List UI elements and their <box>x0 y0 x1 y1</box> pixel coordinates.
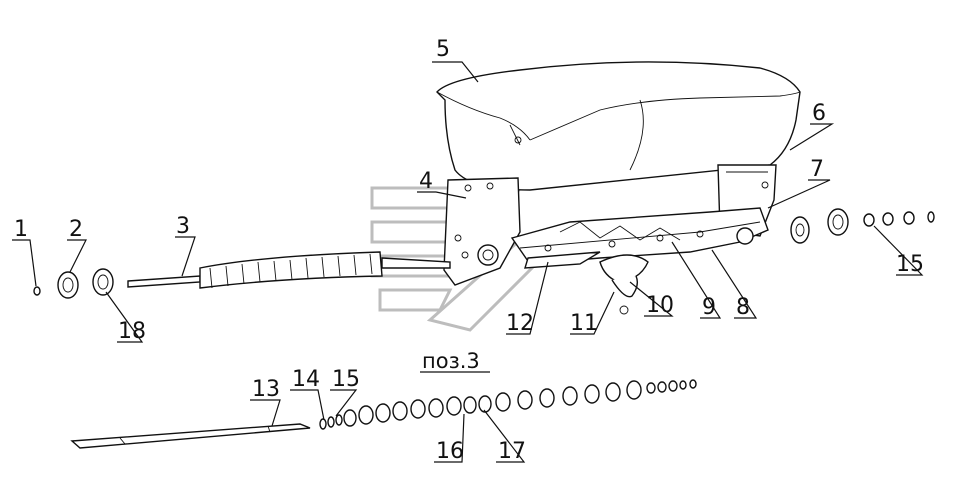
callout-18: 18 <box>118 319 146 344</box>
callout-1: 1 <box>14 217 28 242</box>
callout-labels: 1 2 3 18 4 5 6 7 8 9 10 11 12 15 13 14 1… <box>14 37 924 464</box>
detail-caption: поз.3 <box>422 349 480 373</box>
detail-shaft-part <box>70 423 311 449</box>
callout-5: 5 <box>436 37 450 62</box>
callout-11: 11 <box>570 311 598 336</box>
left-small-parts <box>33 268 114 299</box>
callout-4: 4 <box>419 169 433 194</box>
right-bearings-part <box>790 208 935 244</box>
callout-16: 16 <box>436 439 464 464</box>
callout-15-detail: 15 <box>332 367 360 392</box>
callout-2: 2 <box>69 217 83 242</box>
callout-7: 7 <box>810 157 824 182</box>
callout-17: 17 <box>498 439 526 464</box>
leader-lines <box>12 61 924 463</box>
callout-3: 3 <box>176 214 190 239</box>
tray-part <box>524 251 601 269</box>
callout-9: 9 <box>702 295 716 320</box>
spout-part <box>599 254 649 315</box>
callout-10: 10 <box>646 293 674 318</box>
callout-14: 14 <box>292 367 320 392</box>
callout-8: 8 <box>736 295 750 320</box>
callout-13: 13 <box>252 377 280 402</box>
auger-shaft-part <box>127 251 451 289</box>
callout-15-right: 15 <box>896 252 924 277</box>
hopper-part <box>436 61 801 191</box>
left-plate-part <box>443 177 521 286</box>
callout-12: 12 <box>506 311 534 336</box>
detail-auger-segments <box>319 379 697 430</box>
callout-6: 6 <box>812 101 826 126</box>
